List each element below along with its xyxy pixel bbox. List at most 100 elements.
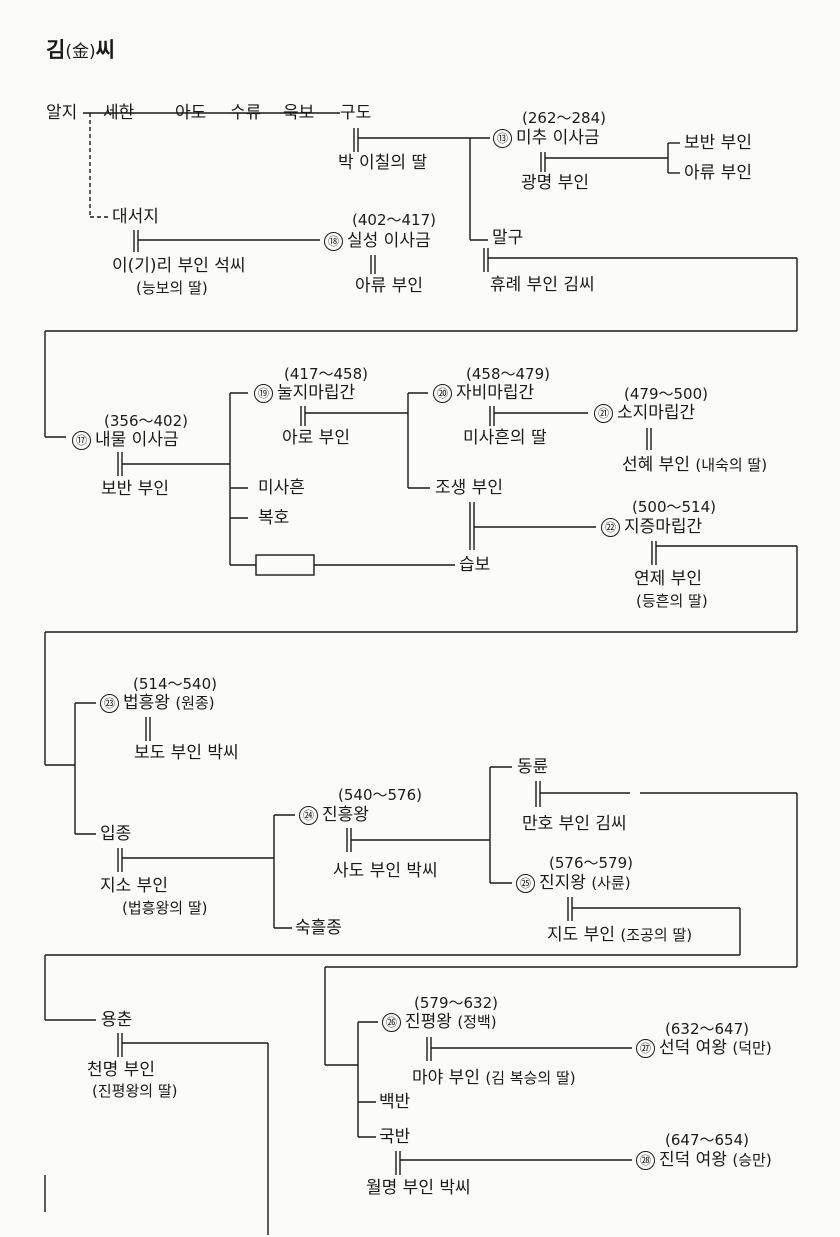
person-bokho: 복호: [258, 508, 290, 528]
person-misaheun: 미사흔: [258, 478, 305, 498]
person-ado: 아도: [175, 103, 207, 123]
spouse-yongchun: 천명 부인: [87, 1060, 155, 1080]
reign-jindeok: (647～654): [665, 1131, 749, 1149]
spouse-note: (김 복승의 딸): [485, 1069, 576, 1087]
reign-silseong: (402～417): [352, 211, 436, 229]
king-number-badge: ⑬: [493, 129, 512, 148]
spouse-gudo: 박 이칠의 딸: [338, 153, 428, 173]
reign-beopheung: (514～540): [133, 675, 217, 693]
person-daeseoji: 대서지: [112, 207, 159, 227]
spouse-jabi: 미사흔의 딸: [463, 428, 547, 448]
spouse-beopheung: 보도 부인 박씨: [134, 743, 239, 763]
king-number-badge: ⑰: [72, 431, 91, 450]
spouse-jinpyeong: 마야 부인 (김 복승의 딸): [412, 1068, 576, 1088]
spouse-name: 선혜 부인: [622, 455, 690, 475]
spouse-jijeung-note: (등흔의 딸): [636, 592, 708, 610]
person-alji: 알지: [46, 103, 78, 123]
person-ukbo: 욱보: [283, 103, 315, 123]
king-name: 내물 이사금: [95, 430, 179, 450]
king-number-badge: ⑳: [433, 384, 452, 403]
reign-jabi: (458～479): [466, 365, 550, 383]
king-name: 진지왕: [539, 873, 586, 893]
king-number-badge: ㉗: [636, 1039, 655, 1058]
king-note: (승만): [732, 1151, 772, 1169]
spouse-boban: 보반 부인: [684, 133, 752, 153]
king-number-badge: ㉘: [636, 1151, 655, 1170]
spouse-aryu: 아류 부인: [684, 163, 752, 183]
unknown-name-box: [255, 554, 315, 576]
spouse-yongchun-note: (진평왕의 딸): [92, 1082, 178, 1100]
king-note: (원종): [175, 694, 215, 712]
person-malgu: 말구: [492, 228, 524, 248]
reign-nulji: (417～458): [284, 365, 368, 383]
person-dongryun: 동륜: [517, 757, 549, 777]
spouse-note: (내숙의 딸): [695, 456, 768, 474]
person-ipjong: 입종: [100, 824, 132, 844]
spouse-daeseoji-note: (능보의 딸): [136, 279, 208, 297]
title-hanja: (金): [65, 42, 96, 62]
king-name: 자비마립간: [456, 383, 535, 403]
person-sukheuljong: 숙흘종: [295, 918, 342, 938]
king-name: 진흥왕: [322, 805, 369, 825]
person-gudo: 구도: [340, 103, 372, 123]
spouse-nulji: 아로 부인: [282, 428, 350, 448]
reign-seondeok: (632～647): [665, 1020, 749, 1038]
spouse-name: 지도 부인: [547, 925, 615, 945]
spouse-soji: 선혜 부인 (내숙의 딸): [622, 455, 767, 475]
king-name: 진덕 여왕: [659, 1150, 727, 1170]
reign-michu: (262～284): [522, 109, 606, 127]
reign-jinheung: (540～576): [338, 786, 422, 804]
king-number-badge: ⑲: [254, 384, 273, 403]
king-name: 소지마립간: [617, 403, 696, 423]
king-note: (사륜): [591, 874, 631, 892]
king-number-badge: ⑱: [324, 232, 343, 251]
spouse-michu: 광명 부인: [521, 173, 589, 193]
spouse-ipjong-note: (법흥왕의 딸): [122, 899, 208, 917]
spouse-daeseoji: 이(기)리 부인 석씨: [112, 256, 246, 276]
reign-jinji: (576～579): [549, 854, 633, 872]
spouse-name: 마야 부인: [412, 1068, 480, 1088]
reign-jijeung: (500～514): [632, 498, 716, 516]
king-number-badge: ㉒: [601, 518, 620, 537]
king-note: (덕만): [732, 1039, 772, 1057]
reign-soji: (479～500): [624, 385, 708, 403]
person-suryu: 수류: [230, 103, 262, 123]
king-name: 미추 이사금: [516, 128, 600, 148]
person-baekban: 백반: [379, 1092, 411, 1112]
spouse-note: (조공의 딸): [620, 926, 693, 944]
spouse-naemul: 보반 부인: [101, 479, 169, 499]
spouse-silseong: 아류 부인: [355, 276, 423, 296]
person-yongchun: 용춘: [101, 1010, 133, 1030]
king-number-badge: ㉑: [594, 404, 613, 423]
person-gukban: 국반: [379, 1127, 411, 1147]
king-name: 법흥왕: [123, 693, 170, 713]
reign-naemul: (356～402): [104, 412, 188, 430]
person-seupbo: 습보: [459, 555, 491, 575]
title-surname: 김: [46, 38, 66, 62]
spouse-ipjong: 지소 부인: [100, 876, 168, 896]
reign-jinpyeong: (579～632): [414, 994, 498, 1012]
title-suffix: 씨: [95, 38, 115, 62]
spouse-malgu: 휴례 부인 김씨: [490, 275, 595, 295]
spouse-jinji: 지도 부인 (조공의 딸): [547, 925, 692, 945]
king-name: 진평왕: [405, 1012, 452, 1032]
king-number-badge: ㉓: [100, 694, 119, 713]
person-sehan: 세한: [103, 103, 135, 123]
king-number-badge: ㉔: [299, 806, 318, 825]
spouse-josaeng: 조생 부인: [435, 478, 503, 498]
king-name: 선덕 여왕: [659, 1038, 727, 1058]
